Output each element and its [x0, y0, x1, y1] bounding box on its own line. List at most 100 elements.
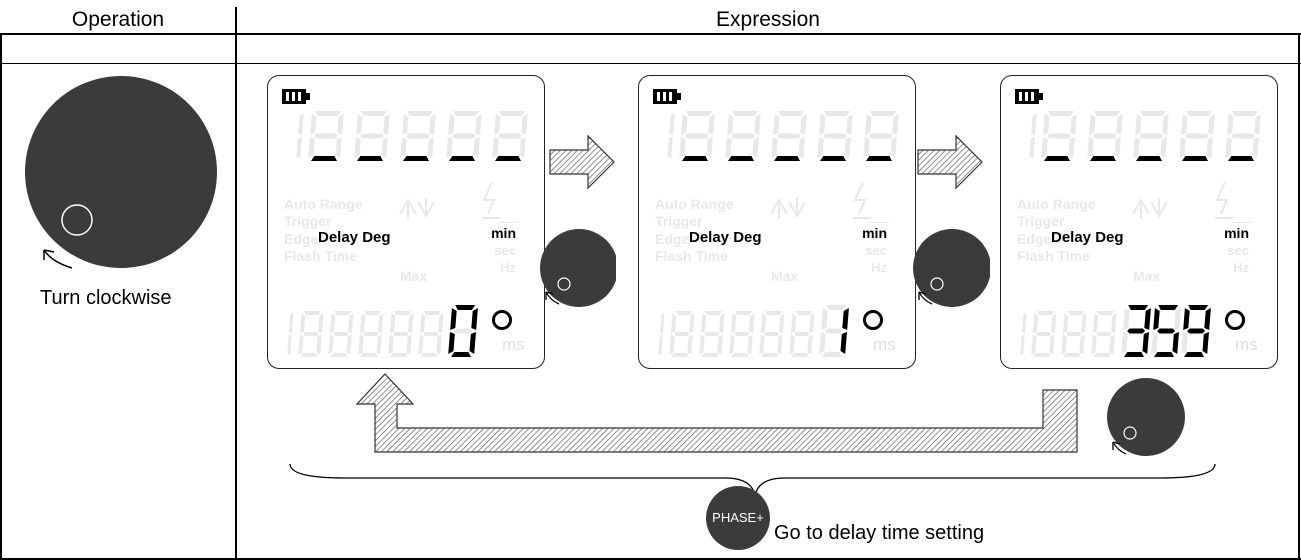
lcd-segment — [1041, 137, 1048, 158]
lcd-segment — [687, 334, 693, 355]
rotate-arrow-icon — [43, 249, 73, 269]
trigger-edge-icon — [1132, 181, 1233, 219]
lcd-segment — [658, 334, 663, 356]
lcd-segment — [807, 334, 813, 355]
lcd-segment — [704, 332, 720, 336]
lcd-segment-lit — [1127, 328, 1146, 334]
label-auto-range: Auto Range — [655, 196, 734, 212]
lcd-segment — [1206, 137, 1213, 158]
label-hz: Hz — [1233, 260, 1249, 275]
lcd-segment — [798, 137, 805, 158]
lcd-segment — [1140, 111, 1166, 116]
lcd-segment — [299, 313, 306, 334]
lcd-segment — [330, 353, 348, 357]
lcd-segment — [1179, 137, 1186, 158]
lcd-segment — [315, 111, 341, 116]
lcd-segment-lit — [1187, 328, 1206, 334]
lcd-segment — [727, 114, 734, 135]
label-min: min — [1224, 225, 1249, 241]
label-edge: Edge — [655, 231, 690, 247]
label-min: min — [491, 225, 516, 241]
label-sec: sec — [865, 243, 887, 258]
lcd-segment — [314, 133, 338, 139]
lcd-segment — [420, 353, 438, 357]
lcd-segment-lit — [1154, 352, 1174, 357]
lcd-segment — [671, 353, 689, 357]
lcd-segment — [418, 334, 424, 355]
lcd-segment — [1094, 111, 1120, 116]
label-trigger: Trigger — [655, 213, 703, 229]
lcd-segment — [731, 353, 749, 357]
header-expression: Expression — [716, 8, 820, 31]
lcd-segment — [1022, 312, 1027, 334]
lcd-segment — [360, 133, 384, 139]
lcd-segment — [393, 332, 409, 336]
label-ms: ms — [873, 335, 896, 354]
lcd-segment — [334, 311, 352, 315]
trigger-edge-icon — [770, 181, 871, 219]
lcd-segment — [681, 114, 688, 135]
lcd-segment — [328, 334, 334, 355]
lcd-segment — [1061, 334, 1067, 355]
lcd-segment-lit — [1153, 308, 1160, 330]
lcd-segment — [779, 313, 785, 334]
lcd-segment — [298, 113, 304, 136]
lcd-segment — [765, 311, 783, 315]
phase-plus-button[interactable]: PHASE+ — [706, 486, 770, 550]
lcd-segment — [821, 308, 828, 330]
lcd-segment — [389, 313, 396, 334]
lcd-segment — [675, 311, 693, 315]
lcd-segment — [823, 133, 847, 139]
lcd-segment — [800, 114, 807, 135]
label-hz: Hz — [871, 260, 887, 275]
lcd-segment — [1044, 156, 1070, 161]
lcd-segment — [819, 114, 826, 135]
lcd-segment-lit — [1188, 305, 1209, 310]
lcd-segment-lit — [1142, 332, 1149, 354]
degree-symbol — [492, 310, 512, 330]
lcd-segment — [1232, 111, 1258, 116]
label-auto-range: Auto Range — [1017, 196, 1096, 212]
lcd-segment-lit — [1144, 308, 1151, 330]
lcd-segment — [388, 334, 394, 355]
lcd-segment — [408, 313, 414, 334]
lcd-segment — [669, 113, 675, 136]
lcd-segment — [706, 137, 713, 158]
lcd-segment — [308, 137, 315, 158]
lcd-segment — [777, 133, 801, 139]
lcd-segment-lit — [455, 305, 476, 310]
lcd-segment — [359, 313, 366, 334]
lcd-segment — [1185, 133, 1209, 139]
lcd-segment — [310, 114, 317, 135]
lcd-segment — [346, 334, 352, 355]
lcd-segment — [424, 311, 442, 315]
lcd-segment — [394, 311, 412, 315]
lcd-segment-lit — [1158, 305, 1179, 310]
lcd-segment — [865, 114, 872, 135]
lcd-segment-lit — [469, 332, 476, 354]
lcd-segment — [669, 334, 675, 355]
lcd-segment — [1068, 137, 1075, 158]
lcd-segment — [303, 332, 319, 336]
lcd-segment — [1037, 311, 1055, 315]
lcd-segment — [1087, 137, 1094, 158]
lcd-segment — [381, 137, 388, 158]
label-delay-deg: Delay Deg — [1051, 229, 1124, 246]
lcd-segment — [819, 332, 826, 354]
lcd-segment — [452, 133, 476, 139]
lcd-segment-lit — [1202, 332, 1209, 354]
lcd-segment — [719, 313, 725, 334]
lcd-segment — [1062, 313, 1069, 334]
label-auto-range: Auto Range — [284, 196, 363, 212]
lcd-segment — [289, 312, 294, 334]
trigger-edge-icon — [399, 181, 500, 219]
lcd-segment — [869, 133, 893, 139]
lcd-segment — [1133, 137, 1140, 158]
lcd-segment — [674, 332, 690, 336]
label-sec: sec — [1227, 243, 1249, 258]
lcd-segment-lit — [1184, 352, 1204, 357]
lcd-segment — [670, 313, 677, 334]
label-edge: Edge — [284, 231, 319, 247]
lcd-segment — [1182, 156, 1208, 161]
